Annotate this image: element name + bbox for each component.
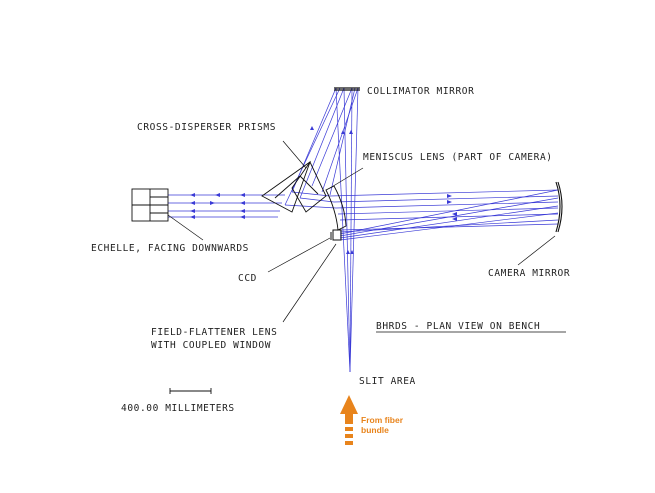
ccd-detector: [330, 229, 342, 241]
camera-mirror: [555, 181, 563, 233]
leader-lines: [167, 140, 556, 323]
fiber-label-line1: From fiber: [361, 415, 404, 425]
cross-disperser-prisms: [261, 160, 327, 213]
collimator-mirror-label: COLLIMATOR MIRROR: [367, 86, 474, 97]
field-flattener-label-line1: FIELD-FLATTENER LENS: [151, 327, 277, 338]
slit-area-label: SLIT AREA: [359, 376, 416, 387]
collimator-mirror: [334, 87, 360, 91]
meniscus-lens: [325, 185, 347, 231]
fiber-label-line2: bundle: [361, 425, 389, 435]
ccd-label: CCD: [238, 273, 257, 284]
up-arrow-icon: [340, 395, 358, 445]
ray-paths: [168, 87, 559, 373]
ray-arrowheads: [190, 126, 457, 254]
echelle-label: ECHELLE, FACING DOWNWARDS: [91, 243, 249, 254]
field-flattener-label-line2: WITH COUPLED WINDOW: [151, 340, 271, 351]
meniscus-lens-label: MENISCUS LENS (PART OF CAMERA): [363, 152, 553, 163]
camera-mirror-label: CAMERA MIRROR: [488, 268, 570, 279]
cross-disperser-label: CROSS-DISPERSER PRISMS: [137, 122, 276, 133]
scale-bar: [169, 388, 212, 394]
echelle-grating: [131, 188, 169, 222]
scale-label: 400.00 MILLIMETERS: [121, 403, 235, 414]
diagram-title: BHRDS - PLAN VIEW ON BENCH: [376, 321, 540, 332]
